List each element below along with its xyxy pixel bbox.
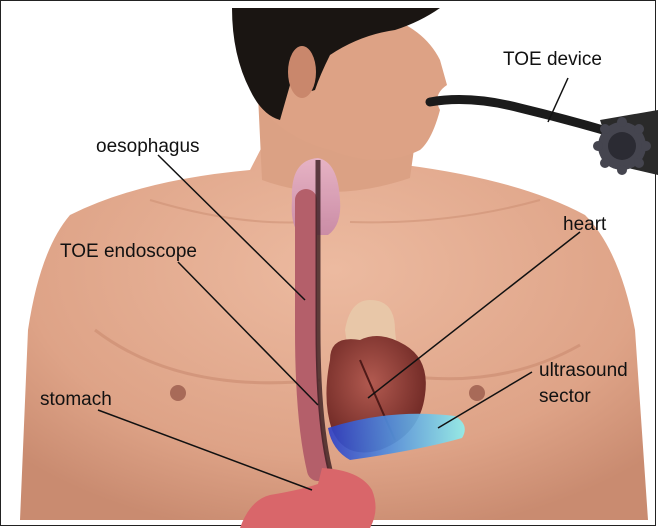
label-ultrasound-sector-line2: sector [539, 386, 591, 408]
right-nipple [469, 385, 485, 401]
label-oesophagus: oesophagus [96, 136, 200, 158]
toe-control-knob-icon [593, 117, 651, 175]
label-toe-endoscope: TOE endoscope [60, 241, 197, 263]
label-heart: heart [563, 214, 606, 236]
ear [288, 46, 316, 98]
label-toe-device: TOE device [503, 49, 602, 71]
left-nipple [170, 385, 186, 401]
toe-cable [430, 100, 620, 135]
label-ultrasound-sector-line1: ultrasound [539, 360, 628, 382]
label-stomach: stomach [40, 389, 112, 411]
